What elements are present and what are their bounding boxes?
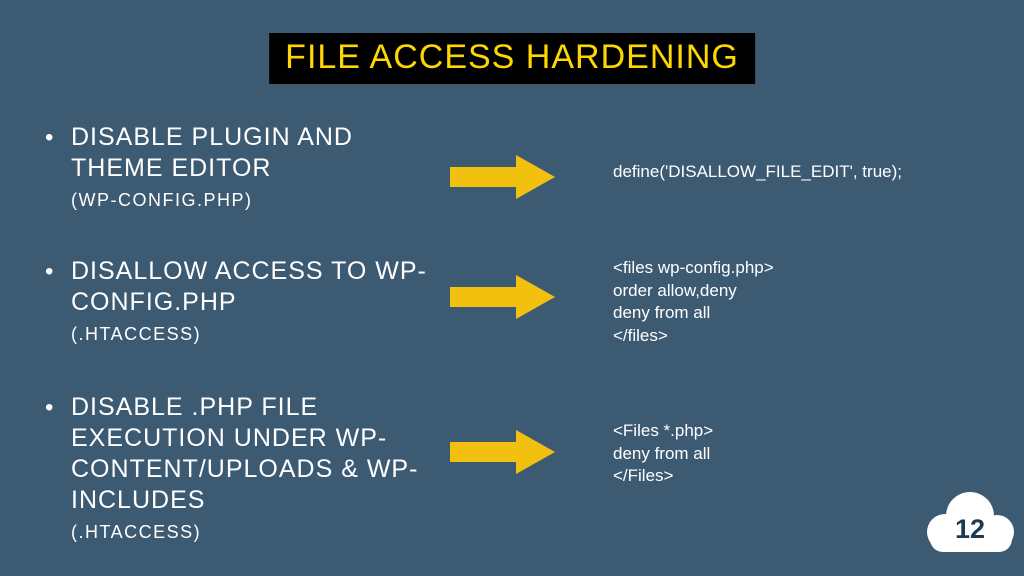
cloud-icon: 12 [927, 492, 1014, 552]
right-arrow-icon [450, 155, 555, 199]
bullet-2-subheading: (.HTACCESS) [71, 324, 202, 344]
code-snippet-2: <files wp-config.php> order allow,deny d… [613, 258, 774, 345]
code-snippet-1: define('DISALLOW_FILE_EDIT', true); [613, 162, 902, 181]
bullet-3-heading: DISABLE .PHP FILE EXECUTION UNDER WP-CON… [71, 393, 419, 514]
page-number: 12 [955, 514, 985, 544]
bullet-item-2: DISALLOW ACCESS TO WP-CONFIG.PHP (.HTACC… [45, 256, 435, 346]
bullet-2-heading: DISALLOW ACCESS TO WP-CONFIG.PHP [71, 257, 427, 316]
right-arrow-shape [450, 155, 555, 199]
right-arrow-shape [450, 430, 555, 474]
right-arrow-icon [450, 430, 555, 474]
code-snippet-3: <Files *.php> deny from all </Files> [613, 421, 714, 485]
slide-title: FILE ACCESS HARDENING [269, 33, 755, 84]
bullet-1-heading: DISABLE PLUGIN AND THEME EDITOR [71, 123, 353, 182]
bullet-dot-icon [45, 256, 71, 346]
bullet-dot-icon [45, 392, 71, 544]
bullet-3-subheading: (.HTACCESS) [71, 522, 202, 542]
bullet-item-1: DISABLE PLUGIN AND THEME EDITOR (WP-CONF… [45, 122, 435, 212]
right-arrow-icon [450, 275, 555, 319]
bullet-1-subheading: (WP-CONFIG.PHP) [71, 190, 253, 210]
bullet-item-3: DISABLE .PHP FILE EXECUTION UNDER WP-CON… [45, 392, 435, 544]
right-arrow-shape [450, 275, 555, 319]
bullet-dot-icon [45, 122, 71, 212]
